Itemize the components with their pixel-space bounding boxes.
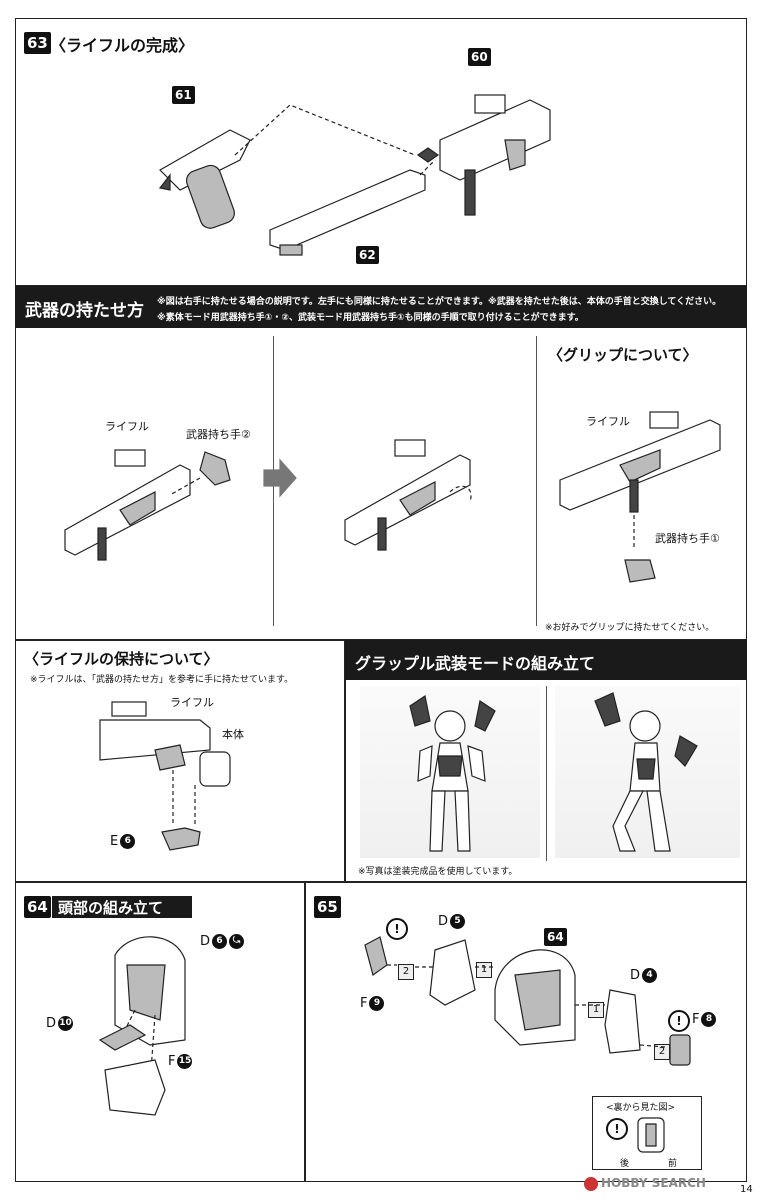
step65-panel — [305, 882, 747, 1182]
grapple-note: ※写真は塗装完成品を使用しています。 — [358, 867, 518, 877]
glue-icon: ⤿ — [229, 934, 245, 949]
figure-side-drawing — [594, 692, 698, 852]
grapple-photo-side — [555, 686, 740, 858]
step64-part-d10-letter: D — [46, 1016, 57, 1031]
watermark-text: HOBBY SEARCH — [601, 1176, 706, 1190]
arrow-right — [263, 458, 297, 498]
hold-step1-drawing — [64, 449, 231, 561]
rifle-hold-part-letter: E — [110, 834, 119, 849]
step64-part-f15-letter: F — [168, 1054, 176, 1069]
grapple-divider — [546, 686, 547, 861]
rifle-hold-label-rifle: ライフル — [170, 696, 214, 709]
seq-box-3: 1 — [588, 1002, 604, 1018]
part-tag-62: 62 — [356, 246, 379, 264]
grip-title: 〈グリップについて〉 — [548, 346, 698, 364]
head-drawing — [98, 936, 186, 1116]
hold-divider-2 — [536, 336, 537, 626]
seq-box-1: 2 — [398, 964, 414, 980]
grapple-banner: グラップル武装モードの組み立て — [345, 640, 747, 680]
rifle-hold-note: ※ライフルは、「武器の持たせ方」を参考に手に持たせています。 — [30, 675, 294, 685]
step65-part-d4-num: 4 — [642, 968, 658, 983]
grip-drawing — [559, 411, 721, 583]
step65-part-64: 64 — [544, 928, 567, 946]
back-view-drawing — [637, 1117, 665, 1153]
back-view-label-front: 前 — [668, 1159, 678, 1169]
step63-number: 63 — [24, 32, 51, 54]
hold-banner-title: 武器の持たせ方 — [25, 301, 144, 321]
step65-part-f9-letter: F — [360, 996, 368, 1011]
back-view-box — [592, 1096, 702, 1170]
step64-part-f15-num: 15 — [177, 1054, 193, 1069]
step63-title: 〈ライフルの完成〉 — [50, 36, 195, 55]
step65-part-f8-letter: F — [692, 1012, 700, 1027]
warning-icon-1: ! — [386, 918, 408, 940]
grapple-photo-front — [360, 686, 540, 858]
warning-icon-3: ! — [606, 1118, 628, 1140]
step65-part-f9-num: 9 — [369, 996, 385, 1011]
step64-number: 64 — [24, 896, 51, 918]
grip-label-hand1: 武器持ち手① — [655, 532, 720, 545]
hold-banner: 武器の持たせ方 ※図は右手に持たせる場合の説明です。左手にも同様に持たせることが… — [15, 286, 747, 328]
step64-title: 頭部の組み立て — [58, 899, 164, 917]
page-number: 14 — [740, 1184, 753, 1195]
figure-front-drawing — [409, 695, 496, 852]
back-view-label-back: 後 — [620, 1159, 630, 1169]
back-view-title: <裏から見た図> — [606, 1103, 676, 1113]
watermark: HOBBY SEARCH — [584, 1176, 706, 1191]
grip-label-rifle: ライフル — [586, 415, 630, 428]
step65-part-d5-num: 5 — [450, 914, 466, 929]
rifle-hold-title: 〈ライフルの保持について〉 — [24, 650, 219, 668]
warning-icon-2: ! — [668, 1010, 690, 1032]
rifle-hold-label-body: 本体 — [222, 728, 244, 741]
part-tag-60: 60 — [468, 48, 491, 66]
seq-box-2: 1 — [476, 962, 492, 978]
step65-part-d5-letter: D — [438, 914, 449, 929]
hold-label-rifle: ライフル — [105, 420, 149, 433]
grip-note: ※お好みでグリップに持たせてください。 — [545, 623, 715, 633]
hold-panel — [15, 328, 747, 640]
step64-part-d6-letter: D — [200, 934, 211, 949]
step65-part-d4-letter: D — [630, 968, 641, 983]
rifle-hold-drawing — [99, 701, 231, 851]
part-tag-61: 61 — [172, 86, 195, 104]
rifle-assembly-drawing — [158, 94, 551, 256]
rifle-hold-part-num: 6 — [120, 834, 136, 849]
step64-title-bar: 頭部の組み立て — [52, 896, 192, 918]
step65-part-f8-num: 8 — [701, 1012, 717, 1027]
grapple-title: グラップル武装モードの組み立て — [355, 654, 596, 673]
hold-banner-note2: ※素体モード用武器持ち手①・②、武装モード用武器持ち手①も同様の手順で取り付ける… — [157, 313, 584, 323]
step64-part-d6-num: 6 — [212, 934, 228, 949]
step63-panel — [15, 18, 747, 286]
step64-panel — [15, 882, 305, 1182]
hold-label-hand2: 武器持ち手② — [186, 428, 251, 441]
hold-step2-drawing — [344, 439, 472, 551]
step65-number: 65 — [314, 896, 341, 918]
rifle-hold-panel — [15, 640, 345, 882]
hold-banner-note1: ※図は右手に持たせる場合の説明です。左手にも同様に持たせることができます。※武器… — [157, 297, 722, 307]
watermark-logo-icon — [584, 1176, 598, 1191]
head-assembly-drawing — [364, 936, 691, 1066]
step64-part-d10-num: 10 — [58, 1016, 74, 1031]
